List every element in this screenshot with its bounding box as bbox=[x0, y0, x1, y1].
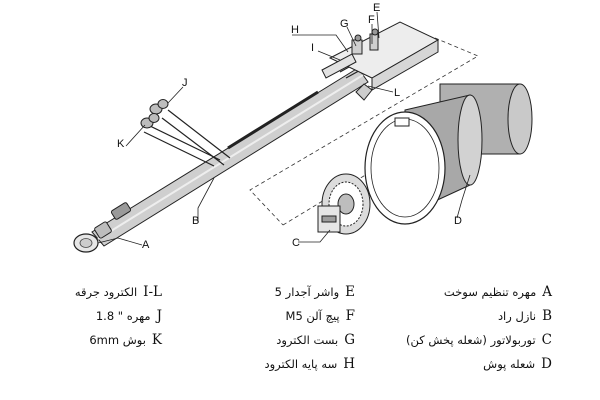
parts-legend: Aمهره تنظیم سوخت Bنازل راد Cتوربولاتور (… bbox=[0, 280, 600, 400]
callout-b: B bbox=[192, 215, 199, 227]
turbulator bbox=[317, 173, 371, 235]
callout-h: H bbox=[291, 24, 299, 36]
legend-item: Fپیچ آلن M5 bbox=[285, 308, 355, 324]
flame-tube bbox=[364, 83, 533, 225]
legend-item: Gبست الکترود bbox=[276, 332, 355, 348]
electrode-bushings bbox=[140, 99, 169, 129]
legend-item: Cتوربولاتور (شعله پخش کن) bbox=[405, 332, 552, 348]
callout-g: G bbox=[340, 18, 349, 30]
legend-item: Aمهره تنظیم سوخت bbox=[443, 284, 552, 300]
legend-item: Bنازل راد bbox=[497, 308, 552, 324]
legend-column-right: Aمهره تنظیم سوخت Bنازل راد Cتوربولاتور (… bbox=[406, 280, 552, 376]
legend-item: Dشعله پوش bbox=[483, 356, 552, 372]
callout-a: A bbox=[142, 239, 150, 251]
callout-j: J bbox=[182, 77, 188, 89]
callout-k: K bbox=[117, 138, 125, 150]
callout-i: I bbox=[311, 42, 314, 54]
callout-d: D bbox=[454, 215, 462, 227]
callout-c: C bbox=[292, 237, 300, 249]
legend-item: Kبوش 6mm bbox=[89, 332, 162, 348]
callout-l: L bbox=[394, 87, 400, 99]
electrode-holder bbox=[321, 21, 440, 101]
burner-exploded-diagram: A B C D E F G H I J K L bbox=[73, 2, 533, 253]
legend-item: Eواشر آجدار 5 bbox=[274, 284, 355, 300]
callout-f: F bbox=[368, 14, 375, 26]
callout-e: E bbox=[373, 2, 380, 14]
nozzle-rod bbox=[91, 67, 369, 247]
legend-item: Hسه پایه الکترود bbox=[264, 356, 355, 372]
callout-labels: A B C D E F G H I J K L bbox=[117, 2, 462, 251]
legend-item: I-Lالکترود جرقه bbox=[74, 284, 162, 300]
leader-lines bbox=[97, 11, 471, 246]
legend-column-left: I-Lالکترود جرقه Jمهره " 1.8 Kبوش 6mm bbox=[75, 280, 162, 352]
legend-item: Jمهره " 1.8 bbox=[95, 308, 162, 324]
fuel-adjust-nut bbox=[73, 202, 132, 253]
legend-column-middle: Eواشر آجدار 5 Fپیچ آلن M5 Gبست الکترود H… bbox=[264, 280, 355, 376]
